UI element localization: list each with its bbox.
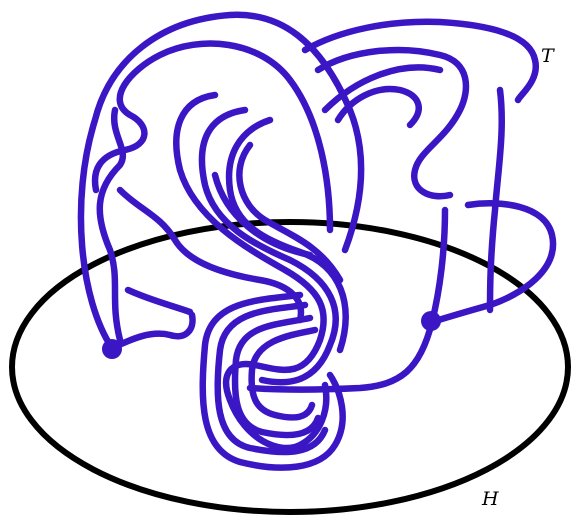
right-descending-strand <box>490 90 502 310</box>
left-vertex <box>102 339 122 359</box>
right-vertex <box>421 311 441 331</box>
label-t: T <box>541 45 555 67</box>
left-lower-strand <box>112 315 193 348</box>
left-wiggle-strand <box>100 110 123 340</box>
left-bottom-arc <box>128 290 190 312</box>
right-vertex-strand <box>432 210 445 322</box>
label-h: H <box>481 488 499 510</box>
